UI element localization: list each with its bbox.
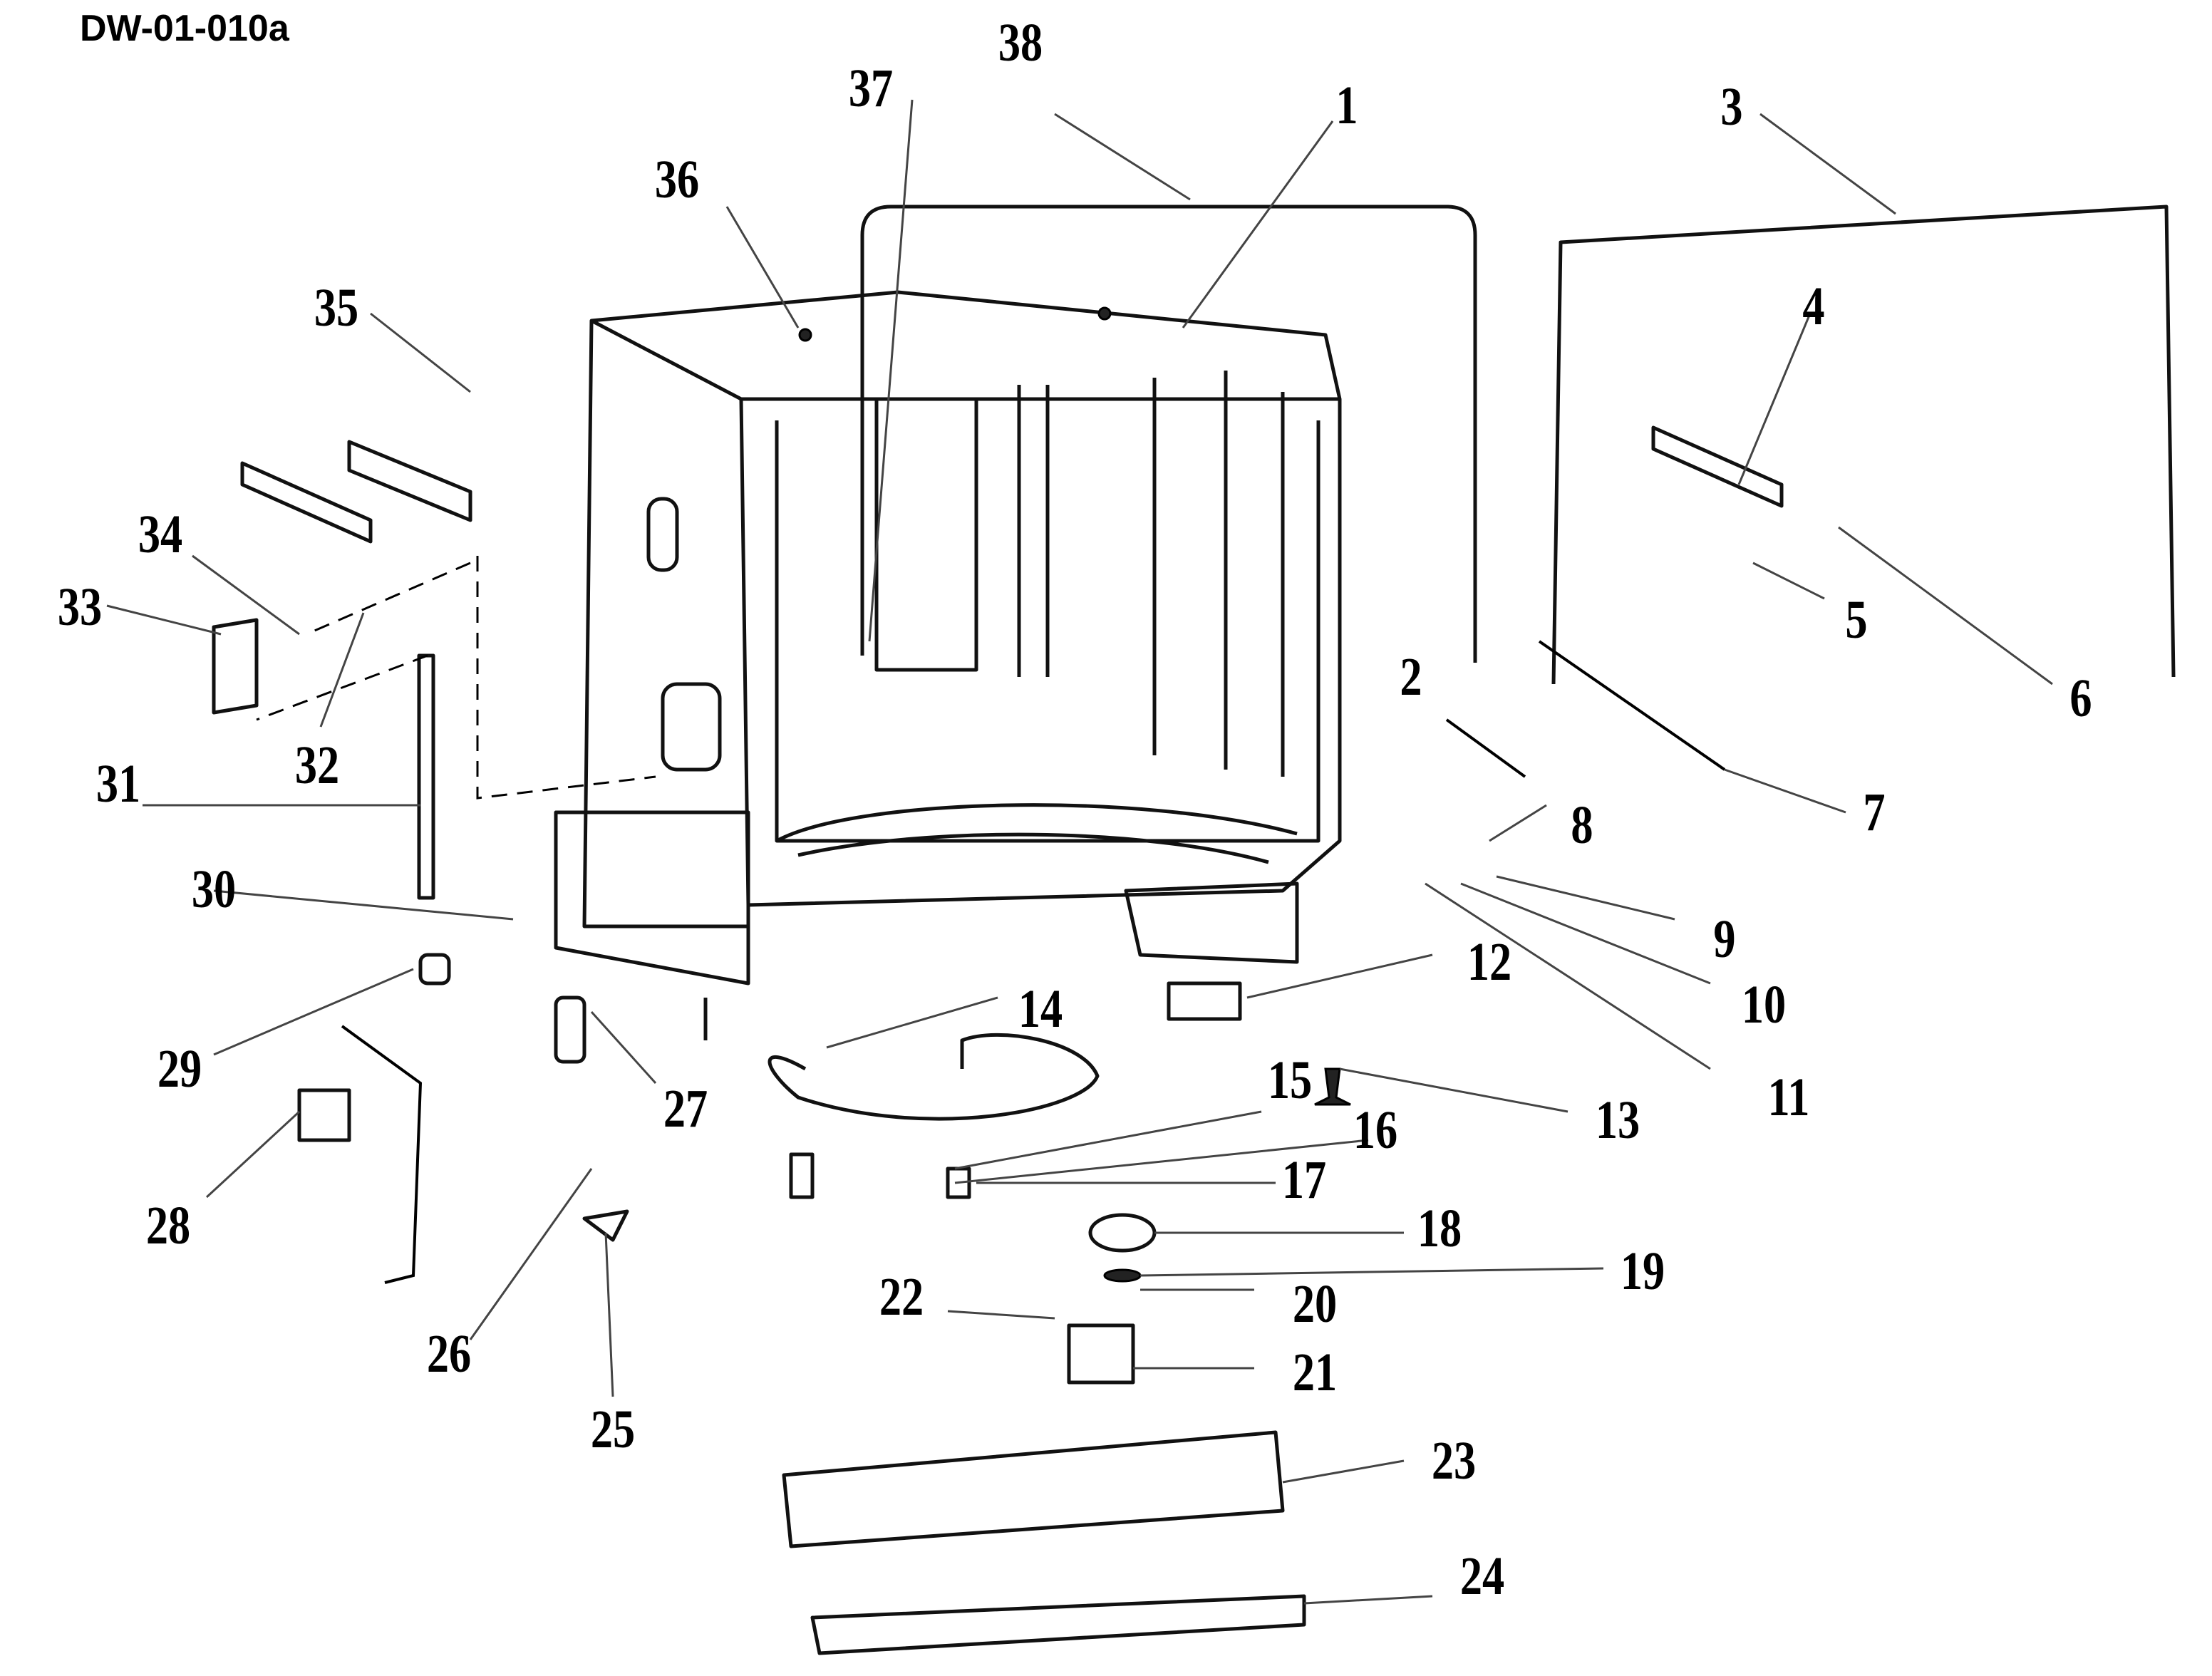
part-14-hose — [768, 1033, 1100, 1121]
part-33-bracket — [212, 618, 259, 715]
callout-36: 36 — [654, 150, 700, 210]
diagram-title: DW-01-010a — [80, 8, 289, 49]
leader-lines — [106, 99, 2053, 1605]
callout-4: 4 — [1802, 276, 1825, 336]
callout-25: 25 — [590, 1400, 636, 1459]
callout-10: 10 — [1741, 975, 1787, 1035]
callout-9: 9 — [1713, 909, 1736, 969]
part-18-cap — [1088, 1213, 1157, 1253]
door-gasket — [860, 205, 1477, 663]
callout-3: 3 — [1720, 77, 1743, 137]
callout-12: 12 — [1467, 932, 1512, 992]
callout-29: 29 — [157, 1039, 202, 1099]
callout-15: 15 — [1267, 1050, 1313, 1110]
part-24-trim — [810, 1594, 1306, 1655]
callout-5: 5 — [1845, 590, 1868, 650]
callout-17: 17 — [1281, 1150, 1327, 1210]
callout-11: 11 — [1767, 1067, 1810, 1127]
callout-6: 6 — [2069, 668, 2092, 728]
callout-21: 21 — [1292, 1343, 1338, 1402]
part-2 — [1445, 718, 1526, 778]
callout-31: 31 — [95, 754, 141, 814]
callout-23: 23 — [1431, 1431, 1477, 1491]
callout-7: 7 — [1863, 782, 1886, 842]
door-frame — [1551, 205, 2176, 685]
part-19-seal — [1103, 1268, 1142, 1283]
callout-1: 1 — [1335, 76, 1358, 135]
callout-30: 30 — [191, 859, 237, 919]
callout-14: 14 — [1018, 979, 1063, 1039]
callout-27: 27 — [663, 1079, 708, 1139]
part-29-cap — [418, 953, 451, 986]
callout-13: 13 — [1595, 1090, 1640, 1150]
callout-28: 28 — [145, 1196, 191, 1256]
callout-32: 32 — [294, 735, 340, 795]
callout-22: 22 — [879, 1267, 924, 1327]
callout-38: 38 — [998, 13, 1043, 73]
part-left-rail — [240, 461, 373, 544]
guide-line — [256, 556, 656, 800]
callout-18: 18 — [1417, 1199, 1462, 1258]
part-28-cable — [341, 1025, 423, 1284]
part-21-pump — [1067, 1323, 1135, 1385]
part-17-fitting — [789, 1152, 815, 1199]
callout-20: 20 — [1292, 1274, 1338, 1334]
callout-34: 34 — [138, 505, 183, 564]
part-28-motor — [297, 1088, 351, 1142]
callout-26: 26 — [426, 1324, 472, 1384]
part-7-rod — [1538, 640, 1726, 771]
callout-35: 35 — [314, 278, 359, 338]
callout-2: 2 — [1400, 647, 1422, 707]
callout-8: 8 — [1571, 795, 1593, 855]
part-4-rail — [1651, 425, 1784, 508]
part-31-strip — [417, 653, 435, 900]
part-left-bracket — [347, 440, 472, 522]
part-25-clip — [582, 1209, 629, 1242]
callout-19: 19 — [1620, 1241, 1665, 1301]
callout-24: 24 — [1459, 1546, 1505, 1606]
part-27-valve — [554, 995, 586, 1064]
tub-assembly — [554, 290, 1342, 1040]
part-13-screw — [1314, 1067, 1351, 1106]
callout-16: 16 — [1353, 1100, 1398, 1160]
part-23-panel — [782, 1430, 1285, 1548]
callout-37: 37 — [848, 58, 894, 118]
part-12-block — [1167, 981, 1242, 1021]
callout-33: 33 — [57, 577, 103, 637]
